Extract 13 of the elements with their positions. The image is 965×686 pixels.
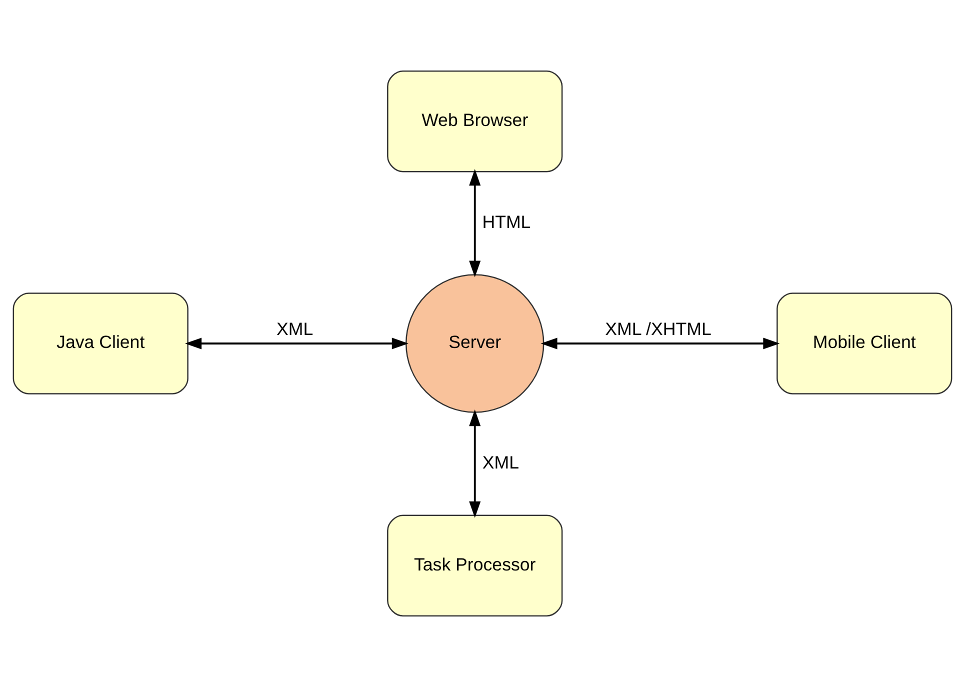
edge-label: HTML	[482, 211, 530, 232]
arrow	[540, 337, 780, 349]
edge-label: XML /XHTML	[605, 318, 711, 338]
edge-label: XML	[482, 452, 518, 472]
edge-label: XML	[276, 318, 312, 338]
node-box: Web Browser	[387, 70, 563, 172]
arrow	[469, 168, 481, 277]
arrow	[469, 409, 481, 518]
node-box: Mobile Client	[776, 292, 952, 394]
arrow	[185, 337, 408, 349]
node-box: Java Client	[12, 292, 188, 394]
node-box: Task Processor	[387, 514, 563, 616]
node-circle: Server	[405, 274, 544, 412]
